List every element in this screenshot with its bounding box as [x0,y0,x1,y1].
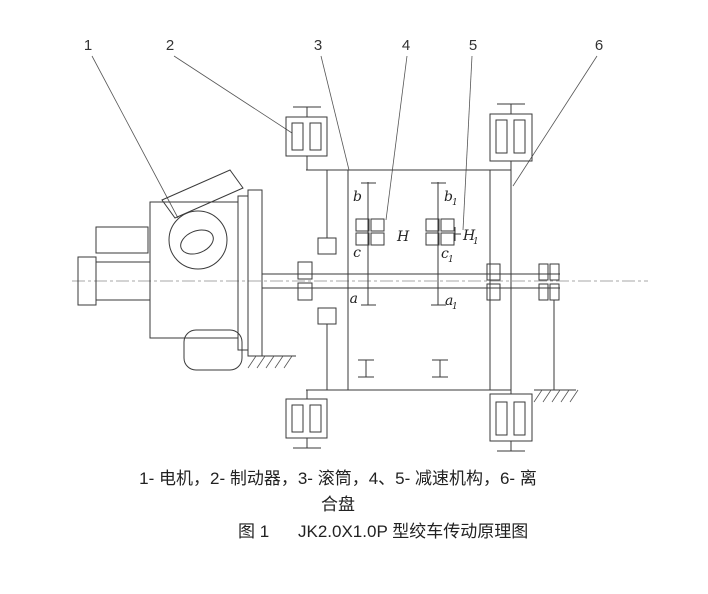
brake-bottom-left [285,390,328,449]
motor [77,169,263,371]
part-label-5: 5 [469,37,477,54]
brake-shoe-right [309,122,322,151]
carrier-label-h: H [396,229,410,245]
drum [306,169,511,391]
gear-block [370,218,385,232]
motor-housing [149,201,239,339]
gear-label-b1: b [444,189,453,205]
hatch-tick [569,389,579,403]
part-labels: 1 2 3 4 5 6 [84,37,603,54]
coupling-half-bottom [297,282,313,301]
gear-label-a1-sub: 1 [452,302,458,312]
part-label-2: 2 [166,37,174,54]
bearing-support-left [358,359,374,378]
leader-lines [91,55,598,231]
motor-fan-housing [183,329,243,371]
drum-gear-mesh [317,170,337,390]
gear-block [355,218,370,232]
part-label-1: 1 [84,37,92,54]
caption-line-2: 合盘 [321,495,355,514]
motor-flange-inner [237,195,249,351]
motor-end-bell-inner [180,229,214,255]
coupling-half-top [486,263,501,281]
part-label-3: 3 [314,37,322,54]
gear-label-b: b [353,189,362,205]
clutch-top-right [489,103,533,162]
clutch-shoe-right [513,119,526,154]
part-label-4: 4 [402,37,410,54]
gear-block [425,218,440,232]
brake-shoe-left [291,404,304,433]
hatch-tick [542,389,552,403]
leader-line-3 [320,55,350,171]
motor-top-plate [161,169,244,219]
coupling-half-top [297,261,313,280]
coupling-half-bottom [486,283,501,301]
figure-number: 图 1 [238,522,269,541]
gear-label-c1-sub: 1 [448,255,454,265]
carrier-label-h1: H [462,228,476,244]
leader-line-6 [512,55,598,187]
gear-label-a: a [350,291,358,307]
hatch-tick [283,355,293,369]
motor-end-cap [77,256,97,306]
clutch-shoe-left [495,401,508,436]
clutch-coupling [486,263,501,301]
motor-end-bell [168,210,228,270]
figure-caption: 1- 电机，2- 制动器，3- 滚筒，4、5- 减速机构，6- 离 合盘 图 1… [139,469,537,541]
brake-top-left [285,106,328,170]
clutch-bottom-right [489,393,533,452]
hatch-tick [560,389,570,403]
coupling-block [538,283,549,301]
ground-symbol-left [247,355,296,369]
gear-label-c: c [353,245,361,261]
gear-block [440,218,455,232]
coupling-block [538,263,549,281]
gear-block [440,232,455,246]
figure-title: JK2.0X1.0P 型绞车传动原理图 [298,522,528,541]
hatch-tick [256,355,266,369]
hatch-tick [265,355,275,369]
ground-symbol-right [533,300,579,403]
leader-line-5 [462,55,473,231]
motor-flange-outer [247,189,263,357]
motor-coupling [297,261,313,301]
gear-label-a1: a [445,293,453,309]
gear-top [317,237,337,255]
coupling-block [549,283,560,301]
hatch-tick [274,355,284,369]
gear-block [355,232,370,246]
gear-block [370,232,385,246]
gear-block [425,232,440,246]
hatch-tick [533,389,543,403]
brake-shoe-left [291,122,304,151]
leader-line-2 [173,55,293,134]
bearing-support-right [432,359,448,378]
gear-bottom [317,307,337,325]
motor-terminal-box [95,226,149,254]
planetary-set-left: b c a H [350,182,410,307]
carrier-label-h1-sub: 1 [473,237,479,247]
caption-line-1: 1- 电机，2- 制动器，3- 滚筒，4、5- 减速机构，6- 离 [139,469,537,488]
hatch-tick [551,389,561,403]
clutch-shoe-left [495,119,508,154]
brake-shoe-right [309,404,322,433]
planetary-set-right: b 1 c 1 a 1 H 1 [425,182,479,312]
clutch-shoe-right [513,401,526,436]
output-coupling [538,263,560,301]
hatch-tick [247,355,257,369]
gear-label-b1-sub: 1 [452,198,458,208]
part-label-6: 6 [595,37,603,54]
coupling-block [549,263,560,281]
gear-label-c1: c [441,246,449,262]
leader-line-4 [385,55,408,221]
leader-line-1 [91,55,179,219]
